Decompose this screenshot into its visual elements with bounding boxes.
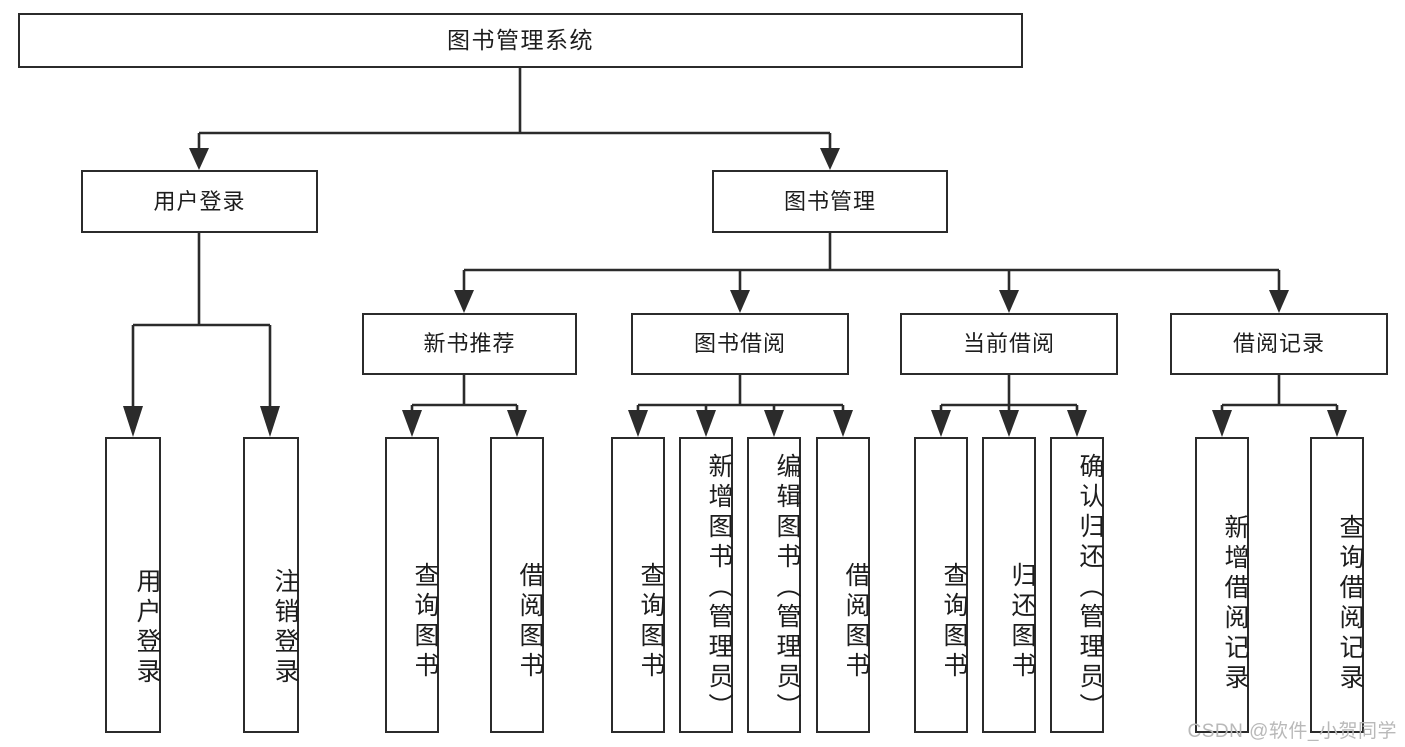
arrow-leaf-borrow-book-1 [507,410,527,437]
node-leaf-return-book[interactable]: 归还图书 [982,437,1036,733]
node-label: 图书借阅 [693,331,786,357]
node-label: 确认归还（管理员） [1076,453,1104,723]
node-label: 用户登录 [133,568,161,688]
node-book-borrow[interactable]: 图书借阅 [631,313,849,375]
arrow-leaf-return-book [999,410,1019,437]
node-borrow-record[interactable]: 借阅记录 [1170,313,1388,375]
arrow-leaf-logout [260,406,280,437]
node-leaf-edit-book[interactable]: 编辑图书（管理员） [747,437,801,733]
arrow-new-book-recommend [454,290,474,313]
node-label: 借阅记录 [1232,331,1325,357]
node-label: 图书管理 [783,188,876,214]
node-label: 查询图书 [411,562,439,682]
arrow-leaf-add-book [696,410,716,437]
node-label: 查询图书 [637,562,665,682]
node-user-login[interactable]: 用户登录 [81,170,318,233]
node-root-book-management-system[interactable]: 图书管理系统 [18,13,1023,68]
node-label: 新增图书（管理员） [705,453,733,723]
node-leaf-borrow-book-2[interactable]: 借阅图书 [816,437,870,733]
node-leaf-query-book-1[interactable]: 查询图书 [385,437,439,733]
arrow-leaf-add-record [1212,410,1232,437]
arrow-leaf-query-book-3 [931,410,951,437]
node-label: 注销登录 [271,568,299,688]
node-leaf-borrow-book-1[interactable]: 借阅图书 [490,437,544,733]
node-leaf-add-book[interactable]: 新增图书（管理员） [679,437,733,733]
node-leaf-query-book-2[interactable]: 查询图书 [611,437,665,733]
arrow-leaf-query-book-1 [402,410,422,437]
node-new-book-recommend[interactable]: 新书推荐 [362,313,577,375]
node-leaf-query-record[interactable]: 查询借阅记录 [1310,437,1364,733]
arrow-book-manage [820,148,840,170]
node-book-manage[interactable]: 图书管理 [712,170,948,233]
arrow-borrow-record [1269,290,1289,313]
node-leaf-confirm-return[interactable]: 确认归还（管理员） [1050,437,1104,733]
arrow-current-borrow [999,290,1019,313]
node-leaf-user-login[interactable]: 用户登录 [105,437,161,733]
node-label: 借阅图书 [842,562,870,682]
node-label: 新增借阅记录 [1221,514,1249,694]
node-label: 归还图书 [1008,562,1036,682]
node-label: 查询借阅记录 [1336,514,1364,694]
node-label: 新书推荐 [423,331,516,357]
node-label: 查询图书 [940,562,968,682]
node-leaf-logout[interactable]: 注销登录 [243,437,299,733]
arrow-leaf-query-book-2 [628,410,648,437]
node-label: 编辑图书（管理员） [773,453,801,723]
node-leaf-query-book-3[interactable]: 查询图书 [914,437,968,733]
node-label: 当前借阅 [962,331,1055,357]
arrow-leaf-edit-book [764,410,784,437]
arrow-leaf-confirm-return [1067,410,1087,437]
node-leaf-add-record[interactable]: 新增借阅记录 [1195,437,1249,733]
node-label: 用户登录 [153,188,246,214]
node-label: 图书管理系统 [447,27,594,54]
arrow-leaf-query-record [1327,410,1347,437]
node-current-borrow[interactable]: 当前借阅 [900,313,1118,375]
arrow-leaf-user-login [123,406,143,437]
arrow-leaf-borrow-book-2 [833,410,853,437]
node-label: 借阅图书 [516,562,544,682]
arrow-user-login [189,148,209,170]
arrow-book-borrow [730,290,750,313]
